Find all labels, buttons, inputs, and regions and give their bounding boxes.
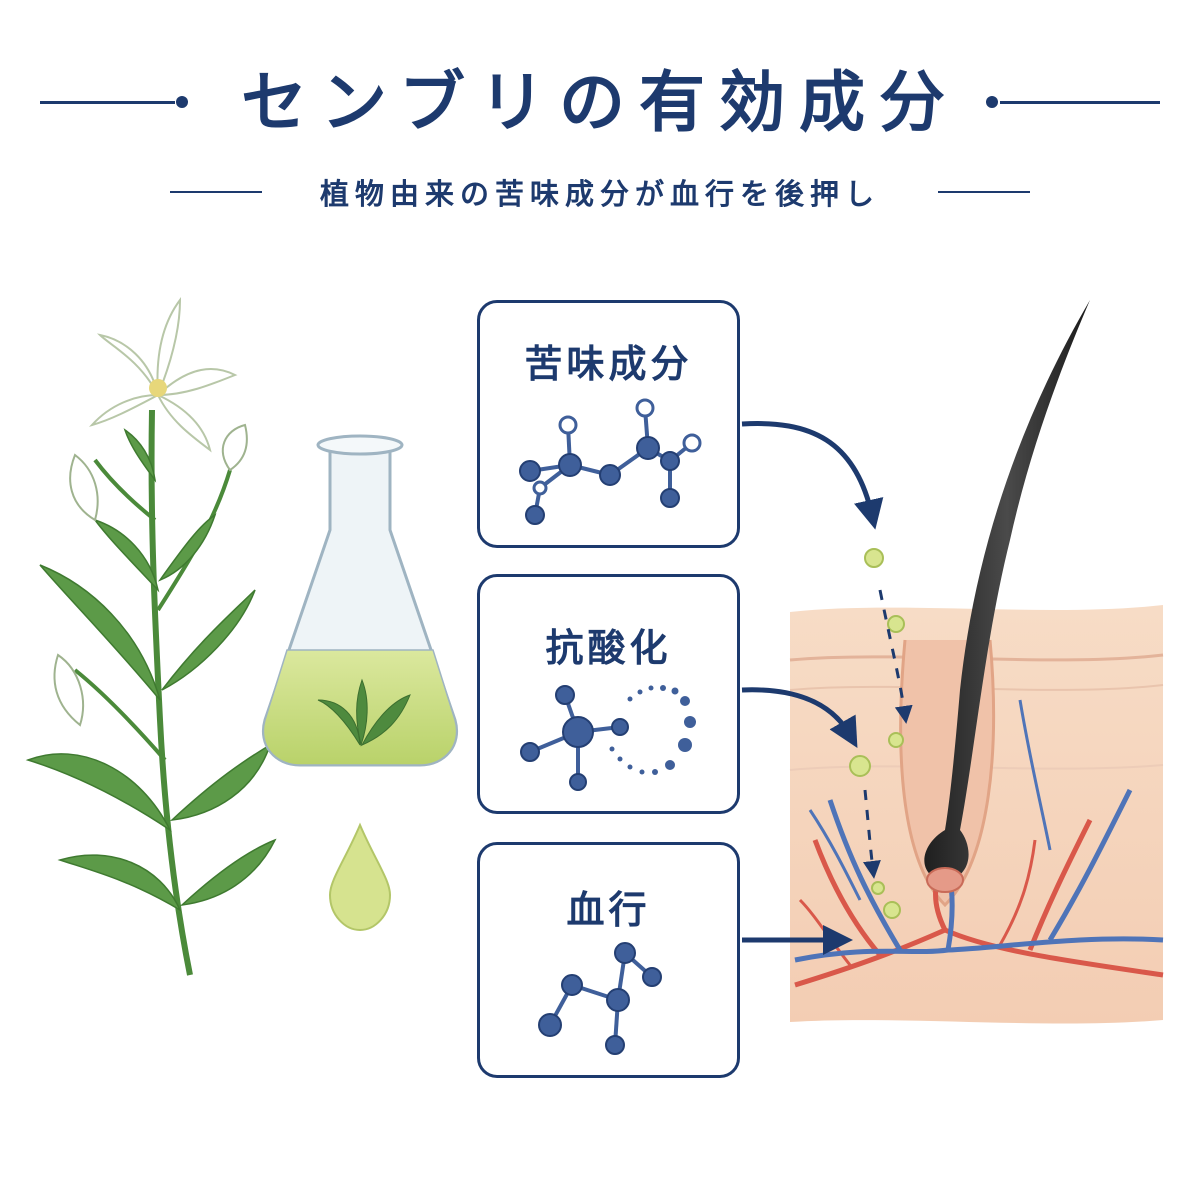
title-row: センブリの有効成分 (0, 58, 1200, 148)
vein (794, 699, 1164, 963)
title-dot-right (986, 96, 998, 108)
arrow-to-skin-1 (741, 421, 884, 530)
page-title: センブリの有効成分 (240, 64, 960, 141)
subtitle-row: 植物由来の苦味成分が血行を後押し (0, 170, 1200, 214)
bud-icon (69, 453, 99, 522)
leaf-icon (317, 678, 411, 747)
flow-arrow (878, 589, 913, 724)
card-label: 抗酸化 (545, 626, 672, 670)
card-bitter-component: 苦味成分 (477, 300, 740, 548)
bud-icon (221, 423, 248, 472)
flask-icon (262, 434, 458, 767)
subtitle-rule-left (170, 191, 262, 193)
card-label: 苦味成分 (524, 342, 693, 386)
title-rule-right (1000, 101, 1160, 104)
title-rule-left (40, 101, 175, 104)
oil-drop-icon (328, 822, 392, 932)
card-label: 血行 (566, 888, 651, 932)
subtitle-rule-right (938, 191, 1030, 193)
card-antioxidant: 抗酸化 (477, 574, 740, 814)
bud-icon (53, 653, 84, 727)
molecule-icon (538, 942, 662, 1055)
skin-cross-section (789, 300, 1164, 1024)
artery (794, 818, 1164, 988)
hair-icon (924, 300, 1090, 882)
flower-icon (88, 296, 238, 453)
dotted-ring (609, 685, 696, 775)
antioxidant-molecule-icon (520, 685, 696, 791)
subtitle: 植物由来の苦味成分が血行を後押し (319, 177, 880, 211)
swertia-plant (25, 296, 277, 976)
bubbles (849, 548, 905, 919)
flow-arrow (862, 789, 881, 879)
arrow-to-skin-2 (741, 687, 858, 749)
title-dot-left (176, 96, 188, 108)
card-blood-circulation: 血行 (477, 842, 740, 1078)
molecule-icon (519, 398, 702, 525)
